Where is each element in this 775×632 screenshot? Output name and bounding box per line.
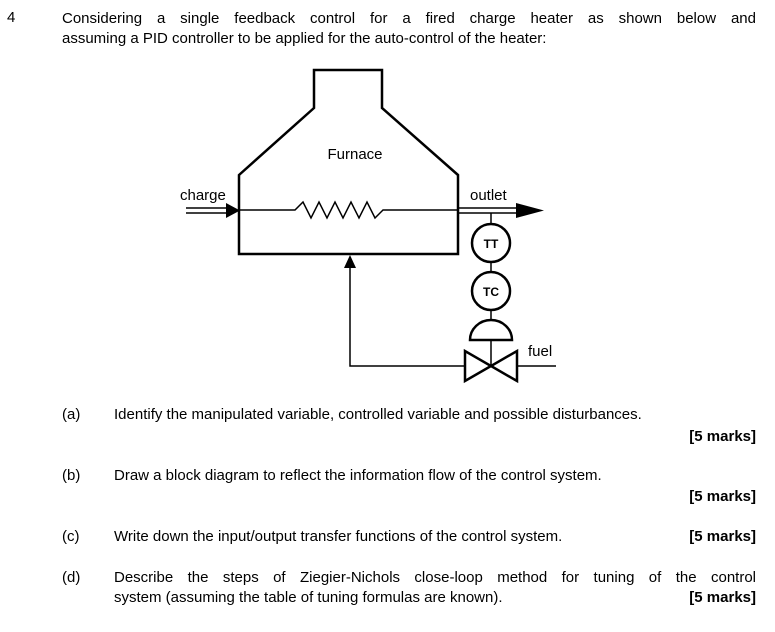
part-a-marks: [5 marks]: [689, 428, 756, 445]
part-a-label: (a): [62, 406, 81, 423]
heater-diagram: Furnace charge outlet TT TC fuel: [180, 68, 556, 384]
part-c-marks: [5 marks]: [689, 528, 756, 545]
outlet-label: outlet: [470, 187, 508, 204]
furnace-outline: [237, 68, 460, 256]
part-d-text: Describe the steps of Ziegier-Nichols cl…: [114, 568, 756, 608]
part-c-label: (c): [62, 528, 80, 545]
charge-inlet-arrow: [186, 203, 240, 218]
part-b-label: (b): [62, 467, 81, 484]
tt-label: TT: [484, 237, 499, 251]
question-intro: Considering a single feedback control fo…: [62, 9, 756, 49]
charge-label: charge: [180, 187, 226, 204]
fuel-feed-arrowhead: [344, 255, 356, 268]
heating-coil: [239, 200, 458, 220]
intro-line-1: Considering a single feedback control fo…: [62, 10, 756, 27]
part-a-text: Identify the manipulated variable, contr…: [114, 406, 642, 423]
part-d: (d) Describe the steps of Ziegier-Nichol…: [62, 568, 756, 610]
part-b-text: Draw a block diagram to reflect the info…: [114, 467, 602, 484]
fuel-label: fuel: [528, 343, 552, 360]
part-d-label: (d): [62, 569, 81, 586]
intro-line-2: assuming a PID controller to be applied …: [62, 30, 547, 47]
part-a: (a) Identify the manipulated variable, c…: [62, 405, 756, 447]
outlet-arrow: [458, 203, 544, 218]
part-d-marks: [5 marks]: [689, 589, 756, 606]
question-number: 4: [7, 9, 16, 26]
part-b-marks: [5 marks]: [689, 488, 756, 505]
fuel-feed-line: [349, 262, 465, 367]
part-b: (b) Draw a block diagram to reflect the …: [62, 466, 756, 508]
tc-label: TC: [483, 285, 499, 299]
part-c-text: Write down the input/output transfer fun…: [114, 528, 563, 545]
part-d-text-line-1: Describe the steps of Ziegier-Nichols cl…: [114, 569, 756, 586]
part-d-text-line-2: system (assuming the table of tuning for…: [114, 589, 503, 606]
furnace-label: Furnace: [327, 146, 382, 163]
part-c: (c) Write down the input/output transfer…: [62, 527, 756, 549]
valve-actuator-icon: [468, 318, 514, 342]
